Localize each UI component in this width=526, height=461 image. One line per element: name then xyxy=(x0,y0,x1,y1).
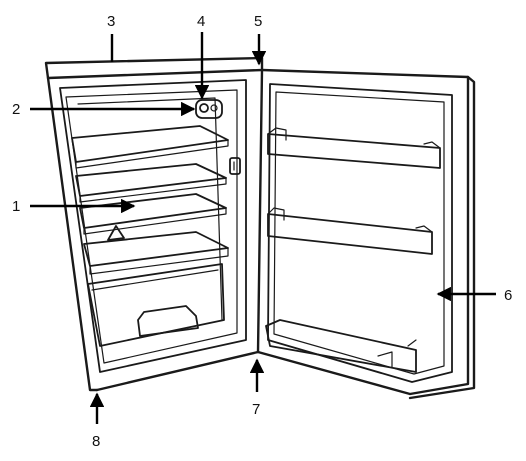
callout-3: 3 xyxy=(107,13,115,30)
callout-labels: 1 2 3 4 5 6 7 8 xyxy=(12,13,512,450)
cabinet-right-edge xyxy=(256,68,264,354)
shelf-1 xyxy=(71,125,229,169)
callout-6: 6 xyxy=(504,287,512,304)
door-outer xyxy=(256,68,470,396)
cabinet-left-side xyxy=(46,76,99,392)
crisper-drawer xyxy=(87,263,225,347)
door-bin xyxy=(265,319,417,373)
door-latch xyxy=(229,157,241,175)
triangle-marker xyxy=(107,225,125,241)
shelf-3 xyxy=(79,193,227,235)
callout-8: 8 xyxy=(92,433,100,450)
door-shelf-2 xyxy=(267,207,433,255)
cabinet xyxy=(44,56,264,392)
callout-1: 1 xyxy=(12,198,20,215)
door-gasket xyxy=(267,83,453,383)
callout-5: 5 xyxy=(254,13,262,30)
callout-7: 7 xyxy=(252,401,260,418)
thermostat-dial xyxy=(195,99,223,119)
door-shelf-1 xyxy=(267,127,441,169)
inner-liner xyxy=(59,79,247,373)
callout-arrows xyxy=(30,32,496,424)
callout-2: 2 xyxy=(12,101,20,118)
shelf-2 xyxy=(75,163,227,203)
crisper-cover xyxy=(83,231,229,275)
cabinet-bottom xyxy=(95,350,260,392)
door xyxy=(256,68,476,400)
shelves xyxy=(71,125,229,275)
cabinet-top xyxy=(44,56,264,80)
callout-4: 4 xyxy=(197,13,205,30)
